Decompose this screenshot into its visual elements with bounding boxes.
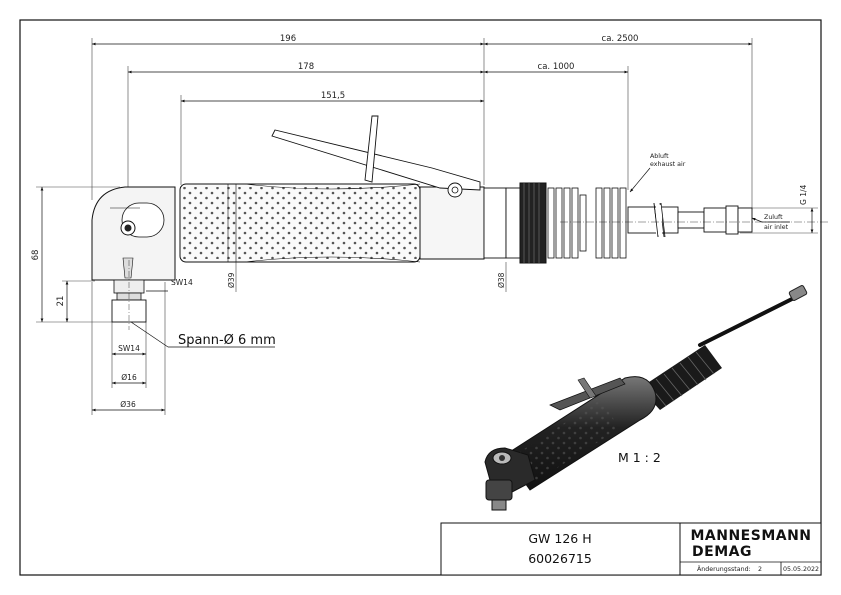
scale-label: M 1 : 2 bbox=[618, 450, 661, 465]
dim-1000: ca. 1000 bbox=[538, 62, 575, 72]
dim-178: 178 bbox=[298, 62, 314, 72]
brand-line1: MANNESMANN bbox=[690, 528, 811, 544]
revision-date: 05.05.2022 bbox=[783, 566, 819, 573]
model-name: GW 126 H bbox=[528, 531, 591, 546]
label-spann: Spann-Ø 6 mm bbox=[178, 333, 276, 348]
dim-sw14-a: SW14 bbox=[171, 278, 193, 287]
part-number: 60026715 bbox=[528, 551, 592, 566]
label-exhaust-air: exhaust air bbox=[650, 161, 686, 168]
tool-side-view bbox=[91, 115, 830, 330]
dim-2500: ca. 2500 bbox=[602, 34, 639, 44]
tool-isometric-view bbox=[484, 285, 808, 511]
dim-sw14-b: SW14 bbox=[118, 344, 140, 353]
dim-196: 196 bbox=[280, 34, 296, 44]
drawing-frame bbox=[19, 19, 822, 576]
dim-dia36: Ø36 bbox=[120, 400, 136, 409]
dim-dia16: Ø16 bbox=[121, 373, 137, 382]
dim-68: 68 bbox=[31, 250, 41, 261]
dim-151: 151,5 bbox=[321, 91, 345, 101]
label-abluft: Abluft bbox=[650, 153, 669, 160]
revision-value: 2 bbox=[758, 566, 762, 573]
dim-21: 21 bbox=[56, 296, 66, 307]
dim-dia38: Ø38 bbox=[497, 272, 506, 288]
dim-dia39: Ø39 bbox=[227, 272, 236, 288]
label-air-inlet: air inlet bbox=[764, 224, 789, 231]
title-block bbox=[440, 522, 822, 576]
brand-line2: DEMAG bbox=[692, 544, 752, 560]
label-zuluft: Zuluft bbox=[764, 214, 783, 221]
dimension-lines bbox=[36, 38, 818, 415]
dim-g14: G 1/4 bbox=[799, 185, 808, 205]
revision-label: Änderungsstand: bbox=[697, 564, 751, 573]
